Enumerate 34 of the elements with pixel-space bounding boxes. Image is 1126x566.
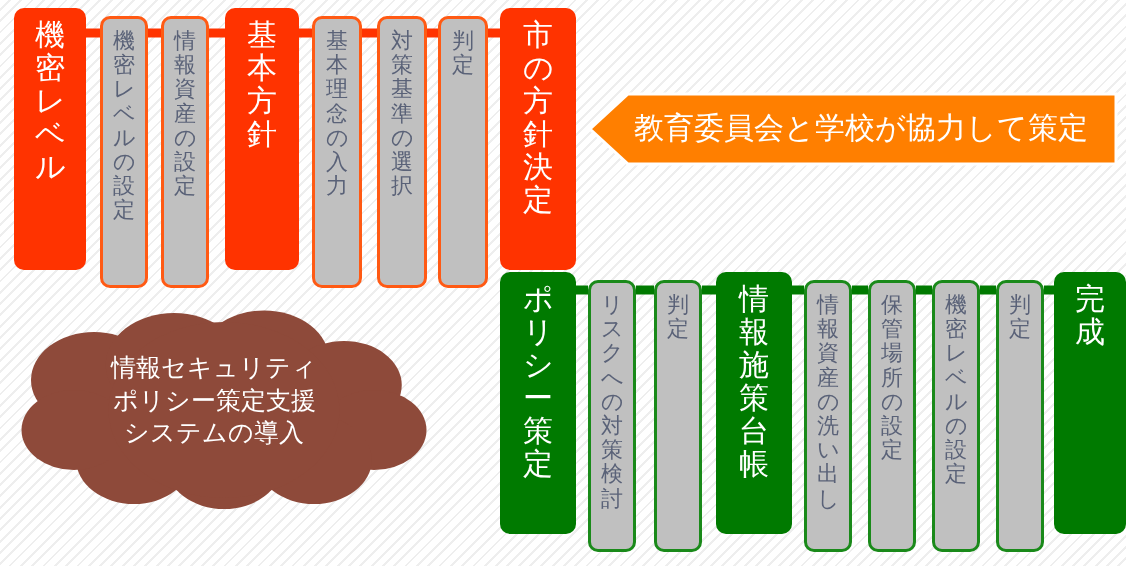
cloud-text: 情報セキュリティポリシー策定支援システムの導入 — [110, 352, 318, 449]
connector-bar — [980, 285, 996, 295]
connector-bar — [488, 28, 500, 38]
step-box: リスクへの対策検討 — [588, 280, 636, 552]
connector-bar — [852, 285, 868, 295]
connector-bar — [209, 28, 225, 38]
stage-box: 市の方針決定 — [500, 8, 576, 270]
step-box: 機密レベルの設定 — [100, 16, 148, 288]
connector-bar — [636, 285, 654, 295]
step-box: 保管場所の設定 — [868, 280, 916, 552]
step-box: 判定 — [996, 280, 1044, 552]
connector-bar — [576, 285, 588, 295]
connector-bar — [299, 28, 312, 38]
stage-box: 情報施策台帳 — [716, 272, 792, 534]
step-box: 対策基準の選択 — [377, 16, 427, 288]
connector-bar — [702, 285, 716, 295]
connector-bar — [148, 28, 161, 38]
step-box: 情報資産の洗い出し — [804, 280, 852, 552]
stage-box: 基本方針 — [225, 8, 299, 270]
connector-bar — [916, 285, 932, 295]
stage-box: 完成 — [1054, 272, 1126, 534]
step-box: 機密レベルの設定 — [932, 280, 980, 552]
step-box: 情報資産の設定 — [161, 16, 209, 288]
stage-box: 機密レベル — [14, 8, 86, 270]
connector-bar — [86, 28, 100, 38]
step-box: 判定 — [654, 280, 702, 552]
connector-bar — [427, 28, 438, 38]
callout-text: 教育委員会と学校が協力して策定 — [634, 109, 1088, 147]
connector-bar — [362, 28, 377, 38]
stage-box: ポリシー策定 — [500, 272, 576, 534]
connector-bar — [1044, 285, 1054, 295]
step-box: 基本理念の入力 — [312, 16, 362, 288]
connector-bar — [792, 285, 804, 295]
step-box: 判定 — [438, 16, 488, 288]
